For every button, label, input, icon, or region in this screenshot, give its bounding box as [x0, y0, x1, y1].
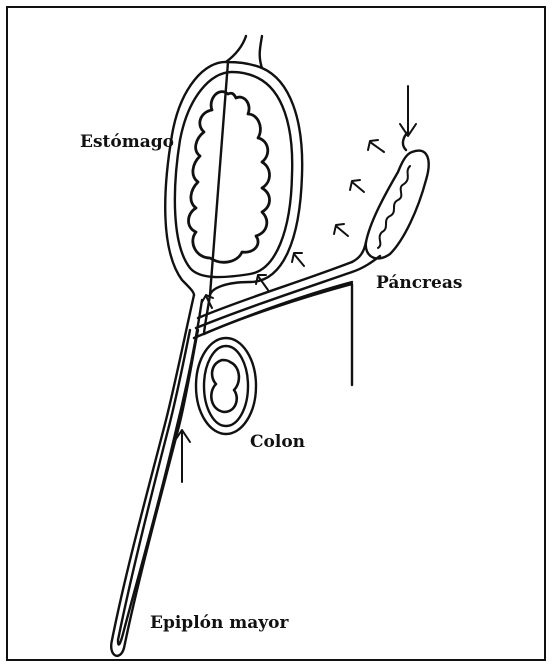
posterior-wall — [204, 284, 352, 385]
stomach-lumen — [189, 92, 270, 263]
colon-lumen — [211, 360, 239, 412]
arrow-diagonal-icon — [368, 140, 384, 152]
pancreas-label: Páncreas — [376, 273, 462, 293]
greater-omentum-label: Epiplón mayor — [150, 613, 288, 633]
colon-label: Colon — [250, 432, 305, 452]
greater-omentum-inner — [118, 300, 202, 645]
arrow-diagonal-icon — [334, 224, 348, 236]
stomach-label: Estómago — [80, 132, 174, 152]
arrow-diagonal-icon — [350, 180, 364, 192]
mesocolon-layer-mid — [196, 272, 352, 328]
arrow-diagonal-icon — [292, 253, 304, 266]
pancreas-outline — [366, 151, 429, 259]
colon-inner-wall — [204, 346, 248, 426]
arrow-down-icon — [400, 86, 416, 136]
pancreas-attachment — [352, 132, 408, 272]
arrow-up-icon — [174, 430, 190, 482]
